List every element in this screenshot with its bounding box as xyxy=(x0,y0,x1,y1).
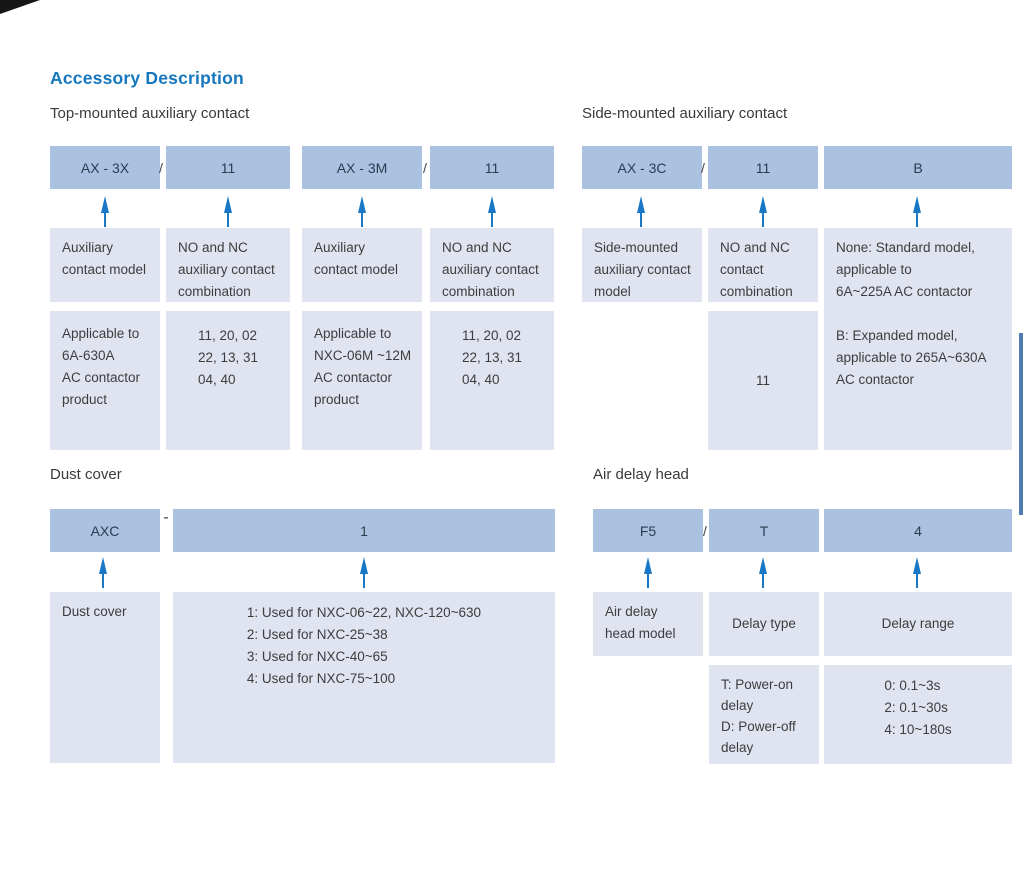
desc-box: Delay range xyxy=(824,592,1012,656)
code-box-delay-type: T xyxy=(709,509,819,552)
detail-text: 0: 0.1~3s 2: 0.1~30s 4: 10~180s xyxy=(884,678,952,737)
page-edge-line xyxy=(1019,333,1023,515)
up-arrow-icon xyxy=(359,557,369,588)
detail-box: 11 xyxy=(708,311,818,450)
detail-box: Applicable to NXC-06M ~12M AC contactor … xyxy=(302,311,422,450)
up-arrow-icon xyxy=(357,196,367,227)
code-separator: / xyxy=(703,522,707,539)
code-box-model: F5 xyxy=(593,509,703,552)
code-separator: / xyxy=(159,159,163,176)
desc-box: NO and NC contact combination xyxy=(708,228,818,302)
up-arrow-icon xyxy=(100,196,110,227)
up-arrow-icon xyxy=(912,557,922,588)
page-title: Accessory Description xyxy=(50,68,244,88)
code-box-combination: 11 xyxy=(708,146,818,189)
code-separator: / xyxy=(701,159,705,176)
detail-box: T: Power-on delay D: Power-off delay xyxy=(709,665,819,764)
code-box-model: AX - 3X xyxy=(50,146,160,189)
up-arrow-icon xyxy=(758,557,768,588)
up-arrow-icon xyxy=(223,196,233,227)
desc-box: Dust cover xyxy=(50,592,160,763)
detail-box: 0: 0.1~3s 2: 0.1~30s 4: 10~180s xyxy=(824,665,1012,764)
desc-box: Side-mounted auxiliary contact model xyxy=(582,228,702,302)
detail-box: Applicable to 6A-630A AC contactor produ… xyxy=(50,311,160,450)
desc-box: NO and NC auxiliary contact combination xyxy=(166,228,290,302)
up-arrow-icon xyxy=(487,196,497,227)
code-separator: - xyxy=(163,509,169,526)
code-box-combination: 11 xyxy=(166,146,290,189)
desc-box: Auxiliary contact model xyxy=(302,228,422,302)
code-box-model: AX - 3M xyxy=(302,146,422,189)
detail-box: 11, 20, 02 22, 13, 31 04, 40 xyxy=(430,311,554,450)
detail-box: 1: Used for NXC-06~22, NXC-120~630 2: Us… xyxy=(173,592,555,763)
detail-box: 11, 20, 02 22, 13, 31 04, 40 xyxy=(166,311,290,450)
detail-text: 11, 20, 02 22, 13, 31 04, 40 xyxy=(461,328,523,387)
detail-text: 11, 20, 02 22, 13, 31 04, 40 xyxy=(197,328,259,387)
section-label: Top-mounted auxiliary contact xyxy=(50,105,250,122)
desc-box: Air delay head model xyxy=(593,592,703,656)
up-arrow-icon xyxy=(643,557,653,588)
code-box-size: 1 xyxy=(173,509,555,552)
desc-box: Delay type xyxy=(709,592,819,656)
code-box-model: AX - 3C xyxy=(582,146,702,189)
code-box-model: AXC xyxy=(50,509,160,552)
up-arrow-icon xyxy=(758,196,768,227)
code-box-combination: 11 xyxy=(430,146,554,189)
section-label: Side-mounted auxiliary contact xyxy=(582,105,788,122)
code-separator: / xyxy=(423,159,427,176)
detail-text: 1: Used for NXC-06~22, NXC-120~630 2: Us… xyxy=(246,605,482,686)
section-label: Dust cover xyxy=(50,466,122,483)
section-label: Air delay head xyxy=(593,466,689,483)
up-arrow-icon xyxy=(98,557,108,588)
page-corner-mark xyxy=(0,0,40,14)
up-arrow-icon xyxy=(636,196,646,227)
code-box-delay-range: 4 xyxy=(824,509,1012,552)
desc-box: NO and NC auxiliary contact combination xyxy=(430,228,554,302)
desc-box: Auxiliary contact model xyxy=(50,228,160,302)
code-box-variant: B xyxy=(824,146,1012,189)
desc-box-tall: None: Standard model, applicable to 6A~2… xyxy=(824,228,1012,450)
up-arrow-icon xyxy=(912,196,922,227)
